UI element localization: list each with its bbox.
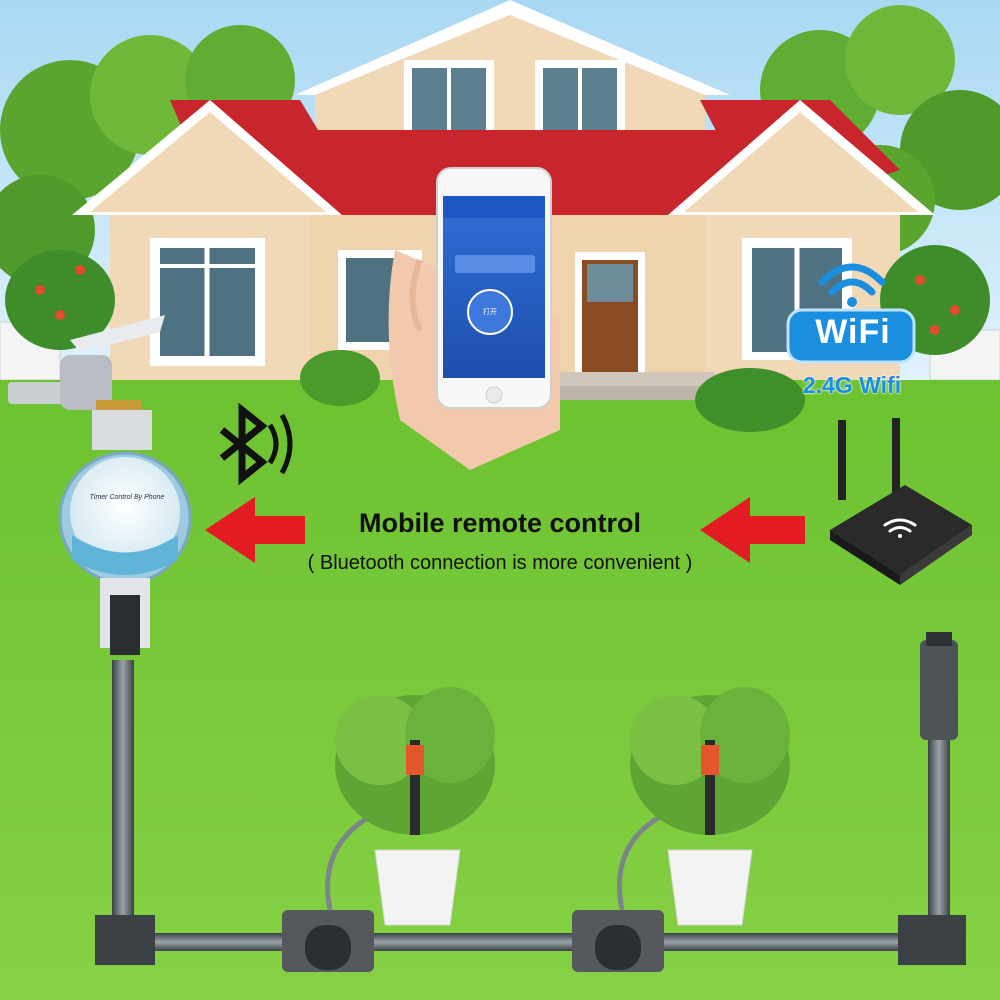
arrow-left-icon-right (700, 497, 805, 563)
wifi-signal-icon (818, 263, 886, 307)
caption-subtitle: ( Bluetooth connection is more convenien… (307, 552, 693, 574)
water-timer-device (58, 410, 192, 655)
caption-title: Mobile remote control (358, 508, 642, 538)
potted-plant-right (630, 687, 790, 926)
arrow-left-icon (205, 497, 305, 563)
potted-plant-left (335, 687, 495, 926)
faucet (8, 315, 165, 418)
timer-device-label: Timer Control By Phone (89, 494, 165, 501)
router-device (830, 418, 972, 585)
shrubs (5, 245, 990, 432)
smartphone-in-hand (388, 167, 560, 470)
router-wifi-icon (883, 518, 917, 538)
phone-open-button-label: 打开 (483, 309, 497, 316)
wifi-badge-label: WiFi (815, 313, 891, 351)
pipe-network (95, 632, 966, 972)
wifi-badge (786, 308, 916, 364)
bluetooth-icon (219, 402, 293, 486)
wifi-band-label: 2.4G Wifi (802, 372, 902, 398)
